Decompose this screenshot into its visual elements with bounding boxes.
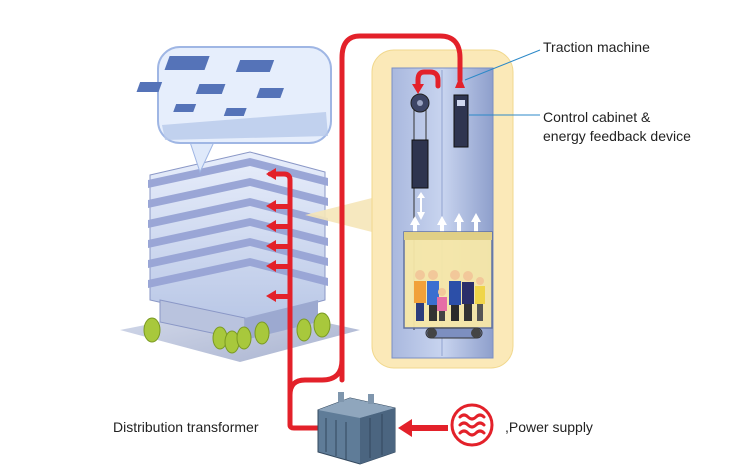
elevator-shaft-panel bbox=[371, 49, 514, 369]
wave-circle-icon bbox=[450, 403, 494, 447]
office-building bbox=[120, 151, 360, 362]
zoom-connector bbox=[305, 198, 372, 232]
trees bbox=[143, 312, 331, 354]
energy-feedback-line bbox=[267, 33, 463, 431]
ceiling-lights bbox=[136, 56, 284, 116]
label-control-cabinet-line1: Control cabinet & bbox=[543, 109, 651, 125]
elevator-car bbox=[403, 231, 493, 339]
distribution-transformer-icon bbox=[317, 392, 396, 465]
ceiling-callout bbox=[136, 46, 332, 174]
label-power-supply: ,Power supply bbox=[505, 419, 593, 435]
supply-arrow bbox=[398, 419, 448, 437]
motion-arrows bbox=[410, 192, 481, 232]
leader-lines bbox=[464, 49, 541, 116]
label-control-cabinet-line2: energy feedback device bbox=[543, 128, 691, 144]
passengers bbox=[414, 270, 485, 321]
label-distribution-transformer: Distribution transformer bbox=[113, 419, 259, 435]
floor-energy-arrows bbox=[266, 76, 465, 302]
counterweight-icon bbox=[411, 139, 429, 189]
label-traction-machine: Traction machine bbox=[543, 39, 650, 55]
red-arrow-icon bbox=[455, 76, 465, 88]
control-cabinet-icon bbox=[453, 94, 469, 148]
